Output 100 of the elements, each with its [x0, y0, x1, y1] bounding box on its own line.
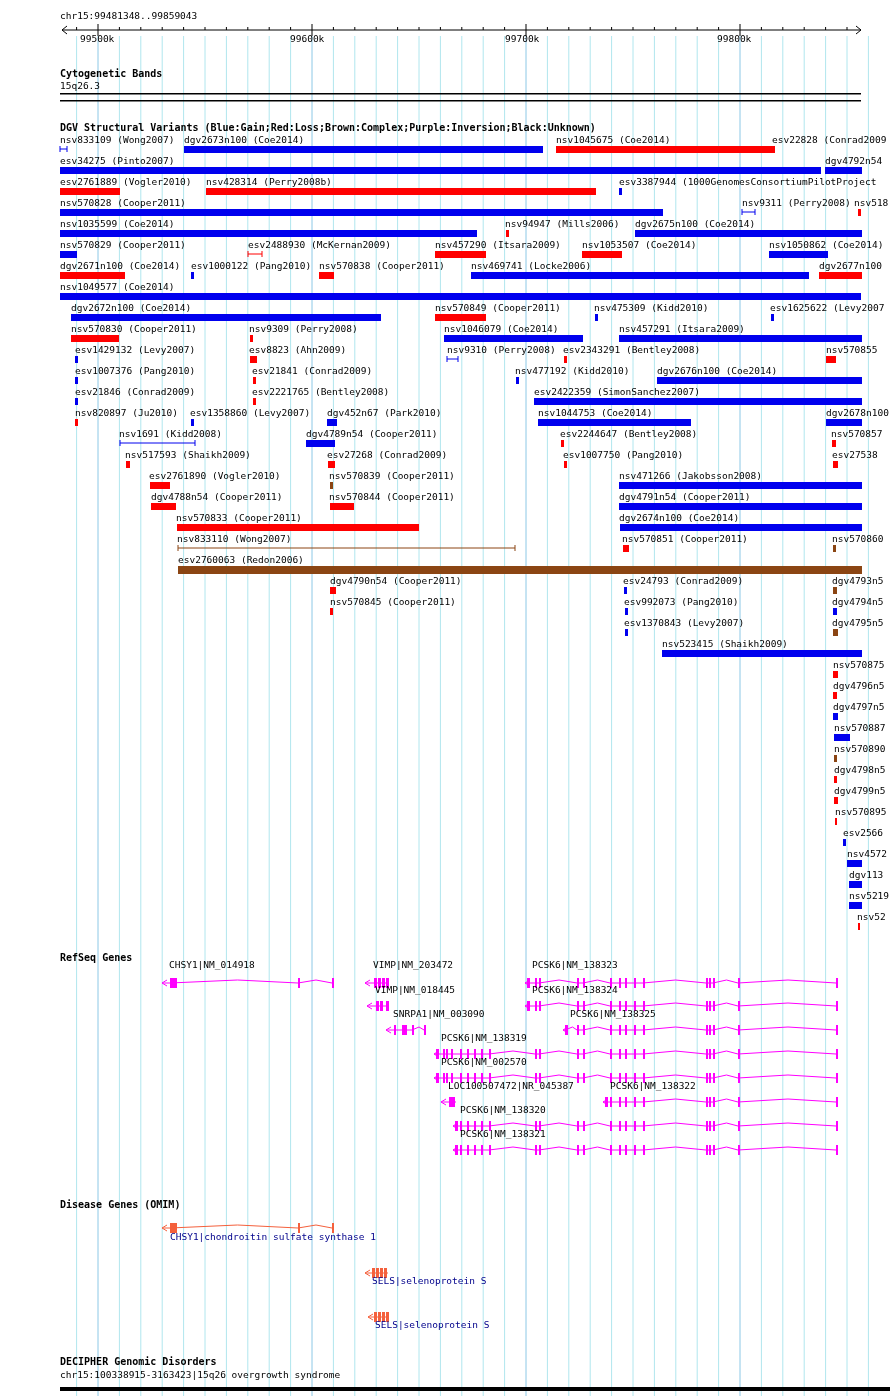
disease-gene-label: SELS|selenoprotein S	[372, 1275, 487, 1286]
variant-label: nsv9311 (Perry2008)	[742, 197, 851, 208]
variant-label: nsv469741 (Locke2006)	[471, 260, 592, 271]
gene-label: PCSK6|NM_138323	[532, 959, 618, 970]
variant-label: dgv4792n54	[825, 155, 883, 166]
variant-label: dgv2672n100 (Coe2014)	[71, 302, 192, 313]
track-title: DECIPHER Genomic Disorders	[60, 1356, 217, 1367]
variant-label: nsv9310 (Perry2008)	[447, 344, 556, 355]
track-title: RefSeq Genes	[60, 952, 133, 963]
variant-label: dgv4797n5	[833, 701, 885, 712]
variant-label: dgv4788n54 (Cooper2011)	[151, 491, 283, 502]
track-title: DGV Structural Variants (Blue:Gain;Red:Loss;Brown:Complex;Purple:Inversion;Black:Unknown)	[60, 122, 596, 133]
variant-label: nsv1053507 (Coe2014)	[582, 239, 697, 250]
variant-label: esv1429132 (Levy2007)	[75, 344, 196, 355]
variant-label: esv27538	[832, 449, 878, 460]
variant-label: dgv4790n54 (Cooper2011)	[330, 575, 462, 586]
variant-label: nsv9309 (Perry2008)	[249, 323, 358, 334]
variant-label: nsv570833 (Cooper2011)	[176, 512, 302, 523]
variant-label: nsv570838 (Cooper2011)	[319, 260, 445, 271]
variant-label: esv1000122 (Pang2010)	[191, 260, 312, 271]
disorder-label: chr15:100338915-3163423|15q26 overgrowth syndrome	[60, 1369, 341, 1380]
variant-label: nsv471266 (Jakobsson2008)	[619, 470, 762, 481]
variant-label: dgv4793n5	[832, 575, 884, 586]
variant-label: nsv457290 (Itsara2009)	[435, 239, 561, 250]
variant-label: nsv570829 (Cooper2011)	[60, 239, 186, 250]
variant-label: nsv570860	[832, 533, 884, 544]
scale-label: 99600k	[290, 33, 325, 44]
variant-label: nsv833109 (Wong2007)	[60, 134, 175, 145]
gene-label: PCSK6|NM_138325	[570, 1008, 656, 1019]
variant-label: nsv1045675 (Coe2014)	[556, 134, 671, 145]
variant-label: dgv2673n100 (Coe2014)	[184, 134, 305, 145]
variant-label: dgv452n67 (Park2010)	[327, 407, 442, 418]
variant-label: esv24793 (Conrad2009)	[623, 575, 744, 586]
variant-label: nsv570830 (Cooper2011)	[71, 323, 197, 334]
track-title: Cytogenetic Bands	[60, 68, 163, 79]
variant-label: dgv4794n5	[832, 596, 884, 607]
variant-label: esv22828 (Conrad2009	[772, 134, 887, 145]
variant-label: nsv570845 (Cooper2011)	[330, 596, 456, 607]
variant-label: esv2760063 (Redon2006)	[178, 554, 304, 565]
variant-label: nsv570844 (Cooper2011)	[329, 491, 455, 502]
gene-label: VIMP|NM_018445	[375, 984, 456, 995]
gene-label: LOC100507472|NR_045387	[448, 1080, 574, 1091]
variant-label: dgv2675n100 (Coe2014)	[635, 218, 756, 229]
variant-label: dgv4795n5	[832, 617, 884, 628]
variant-label: esv2566	[843, 827, 884, 838]
variant-label: nsv570828 (Cooper2011)	[60, 197, 186, 208]
variant-label: esv2343291 (Bentley2008)	[563, 344, 701, 355]
variant-label: nsv820897 (Ju2010)	[75, 407, 178, 418]
variant-label: esv1007376 (Pang2010)	[75, 365, 196, 376]
variant-label: nsv523415 (Shaikh2009)	[662, 638, 788, 649]
variant-label: esv34275 (Pinto2007)	[60, 155, 175, 166]
variant-label: nsv4572	[847, 848, 888, 859]
variant-label: nsv570855	[826, 344, 878, 355]
variant-label: esv2761889 (Vogler2010)	[60, 176, 192, 187]
variant-label: esv8823 (Ahn2009)	[249, 344, 347, 355]
variant-label: esv2221765 (Bentley2008)	[252, 386, 390, 397]
gene-label: PCSK6|NM_138320	[460, 1104, 546, 1115]
disease-gene-label: CHSY1|chondroitin sulfate synthase 1	[170, 1231, 376, 1242]
variant-label: dgv2676n100 (Coe2014)	[657, 365, 778, 376]
scale-label: 99800k	[717, 33, 752, 44]
variant-label: dgv4791n54 (Cooper2011)	[619, 491, 751, 502]
variant-label: esv2488930 (McKernan2009)	[248, 239, 391, 250]
variant-label: esv27268 (Conrad2009)	[327, 449, 448, 460]
variant-label: dgv4796n5	[833, 680, 885, 691]
variant-label: dgv2671n100 (Coe2014)	[60, 260, 181, 271]
variant-label: nsv570839 (Cooper2011)	[329, 470, 455, 481]
variant-label: nsv570887	[834, 722, 886, 733]
variant-label: esv2761890 (Vogler2010)	[149, 470, 281, 481]
gene-label: PCSK6|NM_138321	[460, 1128, 546, 1139]
variant-label: nsv477192 (Kidd2010)	[515, 365, 630, 376]
variant-label: esv2422359 (SimonSanchez2007)	[534, 386, 700, 397]
variant-label: nsv570851 (Cooper2011)	[622, 533, 748, 544]
track-title: Disease Genes (OMIM)	[60, 1199, 181, 1210]
variant-label: nsv570890	[834, 743, 886, 754]
gene-label: CHSY1|NM_014918	[169, 959, 255, 970]
variant-label: dgv4798n5	[834, 764, 886, 775]
variant-label: nsv428314 (Perry2008b)	[206, 176, 332, 187]
band-label: 15q26.3	[60, 80, 101, 91]
gene-label: PCSK6|NM_138322	[610, 1080, 696, 1091]
variant-label: nsv1046079 (Coe2014)	[444, 323, 559, 334]
gene-label: PCSK6|NM_138324	[532, 984, 618, 995]
variant-label: nsv570875	[833, 659, 885, 670]
variant-label: nsv1035599 (Coe2014)	[60, 218, 175, 229]
variant-label: nsv833110 (Wong2007)	[177, 533, 292, 544]
disease-gene-label: SELS|selenoprotein S	[375, 1319, 490, 1330]
variant-label: nsv518	[854, 197, 889, 208]
variant-label: esv2244647 (Bentley2008)	[560, 428, 698, 439]
variant-label: nsv1691 (Kidd2008)	[119, 428, 222, 439]
variant-label: nsv517593 (Shaikh2009)	[125, 449, 251, 460]
variant-label: nsv52	[857, 911, 886, 922]
gene-label: SNRPA1|NM_003090	[393, 1008, 485, 1019]
variant-label: esv992073 (Pang2010)	[624, 596, 739, 607]
variant-label: esv1007750 (Pang2010)	[563, 449, 684, 460]
variant-label: nsv457291 (Itsara2009)	[619, 323, 745, 334]
variant-label: esv1625622 (Levy2007	[770, 302, 885, 313]
variant-label: nsv94947 (Mills2006)	[505, 218, 620, 229]
variant-label: dgv113	[849, 869, 884, 880]
variant-label: dgv4799n5	[834, 785, 886, 796]
variant-label: nsv1044753 (Coe2014)	[538, 407, 653, 418]
variant-label: nsv570857	[831, 428, 883, 439]
